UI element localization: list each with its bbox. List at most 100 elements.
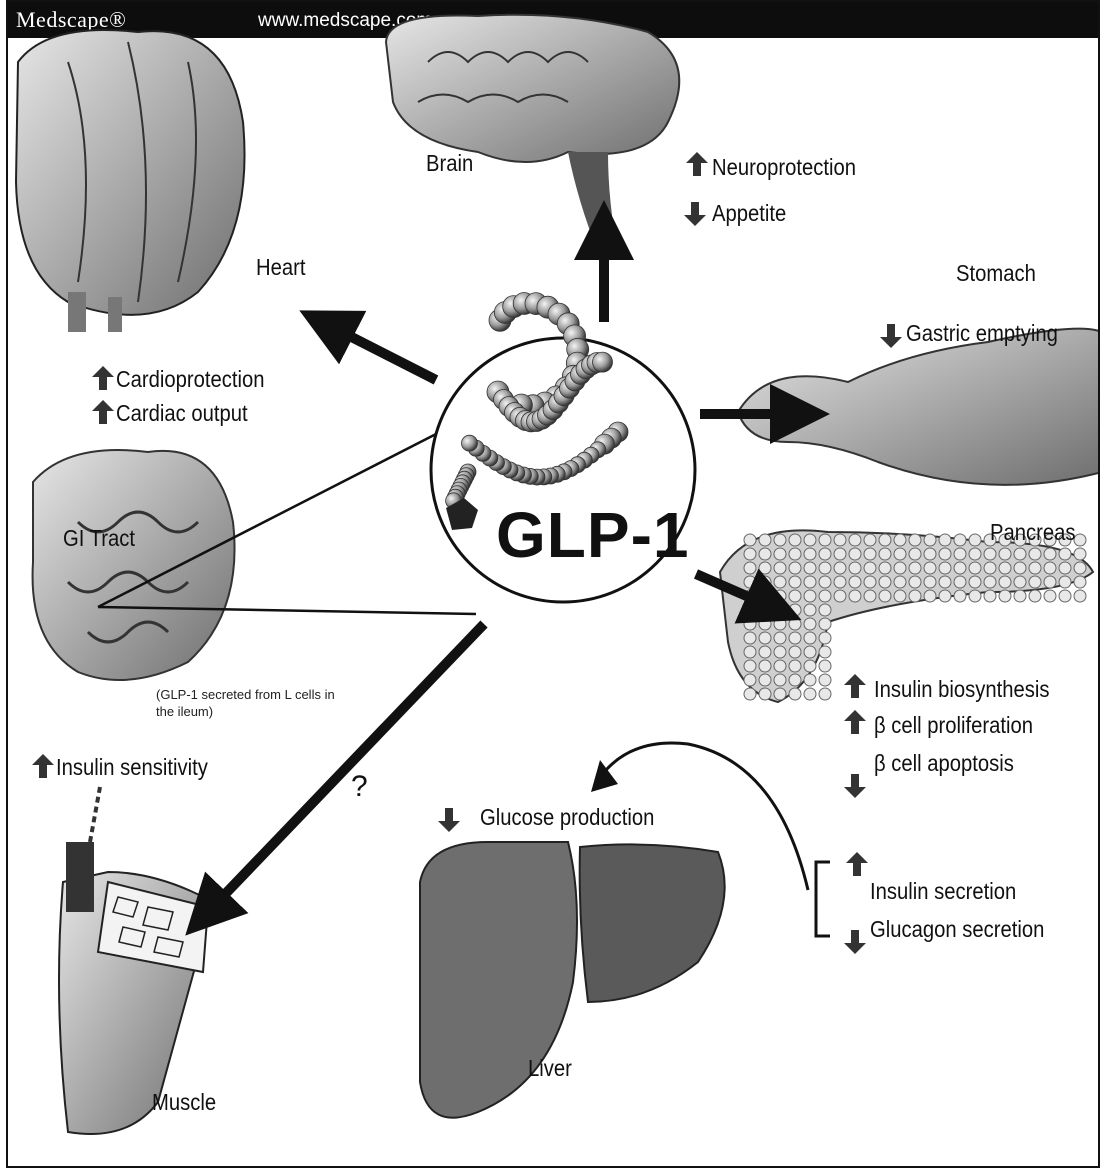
pancreas-cell	[789, 674, 801, 686]
pancreas-cell	[819, 646, 831, 658]
effect-glucagon-secretion: Glucagon secretion	[870, 916, 1044, 943]
pancreas-cell	[1044, 548, 1056, 560]
pancreas-cell	[939, 576, 951, 588]
pancreas-cell	[744, 576, 756, 588]
pancreas-cell	[999, 576, 1011, 588]
pancreas-cell	[909, 534, 921, 546]
up-arrow-icon	[92, 366, 114, 390]
pancreas-cell	[924, 576, 936, 588]
pancreas-cell	[864, 548, 876, 560]
pancreas-cell	[864, 562, 876, 574]
pancreas-cell	[894, 576, 906, 588]
pancreas-cell	[954, 576, 966, 588]
pancreas-cell	[984, 548, 996, 560]
pancreas-cell	[1014, 576, 1026, 588]
pancreas-cell	[744, 674, 756, 686]
pancreas-cell	[789, 534, 801, 546]
pancreas-cell	[774, 674, 786, 686]
pancreas-cell	[1044, 576, 1056, 588]
pancreas-cell	[879, 534, 891, 546]
pancreas-cell	[804, 604, 816, 616]
label-brain: Brain	[426, 150, 473, 177]
pancreas-cell	[789, 590, 801, 602]
down-arrow-icon	[684, 202, 706, 226]
pancreas-cell	[924, 534, 936, 546]
pancreas-cell	[789, 660, 801, 672]
secretion-bracket	[816, 862, 830, 936]
pancreas-cell	[774, 562, 786, 574]
pancreas-cell	[819, 548, 831, 560]
pancreas-cell	[1074, 590, 1086, 602]
pancreas-cell	[789, 548, 801, 560]
pancreas-cell	[1074, 562, 1086, 574]
pancreas-cell	[849, 590, 861, 602]
pancreas-cell	[759, 618, 771, 630]
pancreas-cell	[939, 562, 951, 574]
pancreas-cell	[804, 562, 816, 574]
pancreas-cell	[954, 548, 966, 560]
pancreas-cell	[774, 632, 786, 644]
pancreas-cell	[909, 562, 921, 574]
pancreas-cell	[924, 548, 936, 560]
pancreas-cell	[849, 534, 861, 546]
up-arrow-icon	[844, 710, 866, 734]
pancreas-cell	[954, 562, 966, 574]
pancreas-cell	[759, 688, 771, 700]
pancreas-cell	[954, 534, 966, 546]
pancreas-cell	[834, 590, 846, 602]
effect-neuroprotection: Neuroprotection	[712, 154, 856, 181]
pancreas-cell	[909, 590, 921, 602]
label-muscle: Muscle	[152, 1089, 216, 1116]
pancreas-cell	[1059, 548, 1071, 560]
pancreas-cell	[774, 688, 786, 700]
pancreas-cell	[804, 632, 816, 644]
down-arrow-icon	[880, 324, 902, 348]
pancreas-cell	[1029, 576, 1041, 588]
pancreas-cell	[744, 562, 756, 574]
pancreas-cell	[789, 646, 801, 658]
peptide-bead	[593, 352, 613, 372]
label-glp1: GLP-1	[496, 498, 689, 572]
pancreas-cell	[864, 576, 876, 588]
pancreas-cell	[939, 590, 951, 602]
pancreas-cell	[894, 562, 906, 574]
pancreas-cell	[759, 646, 771, 658]
pancreas-cell	[759, 562, 771, 574]
pancreas-cell	[999, 548, 1011, 560]
effect-appetite: Appetite	[712, 200, 786, 227]
liver-illustration	[420, 842, 725, 1118]
pancreas-cell	[789, 562, 801, 574]
up-arrow-icon	[92, 400, 114, 424]
pancreas-cell	[1074, 534, 1086, 546]
pancreas-cell	[774, 548, 786, 560]
pancreas-cell	[819, 688, 831, 700]
pancreas-cell	[774, 576, 786, 588]
pancreas-cell	[759, 660, 771, 672]
pancreas-cell	[879, 576, 891, 588]
pancreas-cell	[789, 618, 801, 630]
effect-glucose-production: Glucose production	[480, 804, 654, 831]
pancreas-cell	[849, 576, 861, 588]
pancreas-cell	[744, 618, 756, 630]
pancreas-cell	[879, 548, 891, 560]
diagram-artwork	[8, 2, 1100, 1168]
pancreas-cell	[939, 534, 951, 546]
pancreas-cell	[969, 590, 981, 602]
pancreas-cell	[774, 618, 786, 630]
pancreas-cell	[789, 604, 801, 616]
pancreas-cell	[804, 576, 816, 588]
up-arrow-icon	[844, 674, 866, 698]
pancreas-cell	[834, 534, 846, 546]
pancreas-cell	[804, 674, 816, 686]
pancreas-cell	[774, 590, 786, 602]
pancreas-cell	[894, 534, 906, 546]
pancreas-cell	[819, 534, 831, 546]
pancreas-cell	[1029, 548, 1041, 560]
pancreas-cell	[834, 548, 846, 560]
up-arrow-icon	[686, 152, 708, 176]
up-arrow-icon	[846, 852, 868, 876]
pancreas-cell	[774, 534, 786, 546]
down-arrow-icon	[844, 930, 866, 954]
pancreas-cell	[759, 548, 771, 560]
pancreas-cell	[804, 688, 816, 700]
